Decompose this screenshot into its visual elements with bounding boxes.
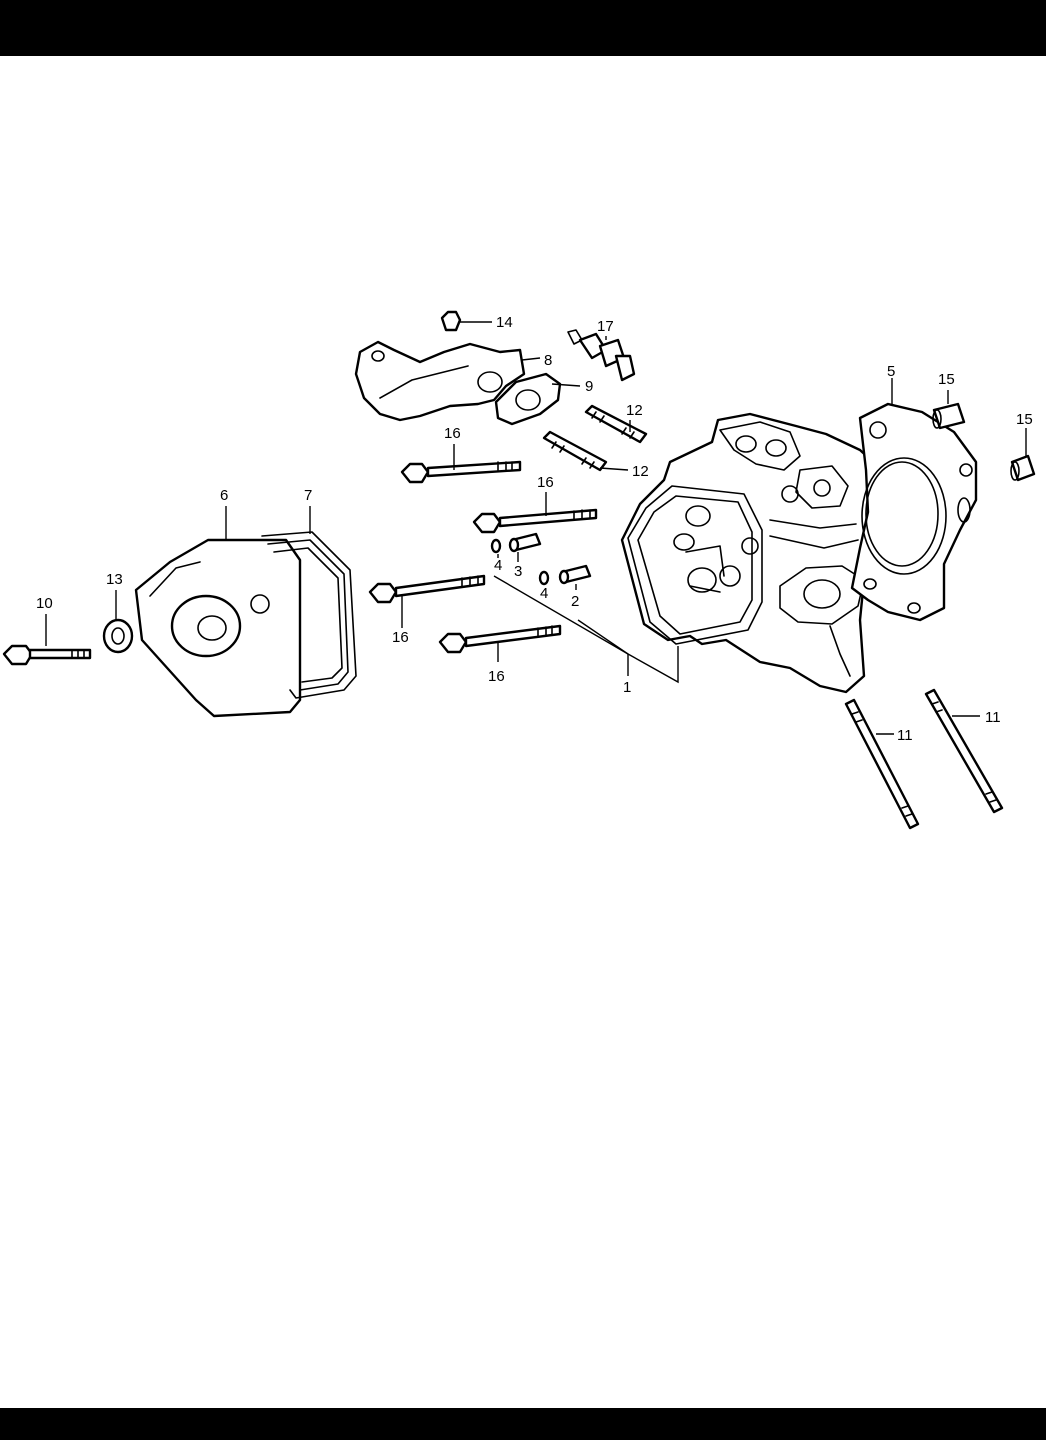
spark-plug-17-part — [567, 329, 636, 382]
callout-16-left: 16 — [392, 629, 409, 646]
cylinder-head-1-part — [620, 412, 896, 694]
callout-numbers: 14 17 8 9 5 15 15 12 12 16 16 16 16 6 7 … — [36, 314, 1033, 744]
callout-10: 10 — [36, 595, 53, 612]
bottom-black-band — [0, 1408, 1046, 1440]
callout-2: 2 — [571, 593, 579, 610]
head-cover-gasket-part — [261, 531, 357, 699]
callout-17: 17 — [597, 318, 614, 335]
callout-14: 14 — [496, 314, 513, 331]
callout-16-upper: 16 — [444, 425, 461, 442]
bolt-16-middle-part — [472, 508, 598, 534]
callout-4-lower: 4 — [540, 585, 548, 602]
callout-4-upper: 4 — [494, 557, 502, 574]
clip-4-upper-part — [490, 538, 502, 554]
top-black-band — [0, 0, 1046, 56]
callout-6: 6 — [220, 487, 228, 504]
head-gasket-5-part — [850, 402, 978, 622]
callout-13: 13 — [106, 571, 123, 588]
stud-12-lower-part — [542, 430, 608, 472]
bolt-16-left-part — [368, 574, 486, 604]
callout-16-lower: 16 — [488, 668, 505, 685]
callout-5: 5 — [887, 363, 895, 380]
bolt-16-upper-part — [400, 460, 522, 484]
callout-12-upper: 12 — [626, 402, 643, 419]
callout-9: 9 — [585, 378, 593, 395]
insulator-8-part — [354, 340, 526, 422]
callout-12-lower: 12 — [632, 463, 649, 480]
dowel-pin-3-part — [508, 532, 542, 553]
stud-11-right-part — [924, 688, 1004, 814]
callout-1: 1 — [623, 679, 631, 696]
clip-4-lower-part — [538, 570, 550, 586]
bolt-10-part — [2, 644, 92, 666]
callout-15-right: 15 — [1016, 411, 1033, 428]
head-cover-part — [134, 538, 302, 718]
stud-12-upper-part — [584, 404, 648, 444]
bolt-16-lower-part — [438, 624, 562, 654]
callout-15-left: 15 — [938, 371, 955, 388]
callout-16-middle: 16 — [537, 474, 554, 491]
callout-7: 7 — [304, 487, 312, 504]
dowel-15-right-part — [1010, 454, 1036, 482]
nut-14-part — [440, 310, 462, 332]
leader-lines — [45, 321, 1027, 735]
washer-13-part — [102, 618, 134, 654]
dowel-pin-2-part — [558, 564, 592, 585]
gasket-9-part — [494, 372, 562, 426]
callout-11-right: 11 — [985, 709, 1001, 726]
dowel-15-left-part — [932, 402, 966, 430]
callout-11-left: 11 — [897, 727, 913, 744]
callout-8: 8 — [544, 352, 552, 369]
callout-3: 3 — [514, 563, 522, 580]
stud-11-left-part — [844, 698, 920, 830]
